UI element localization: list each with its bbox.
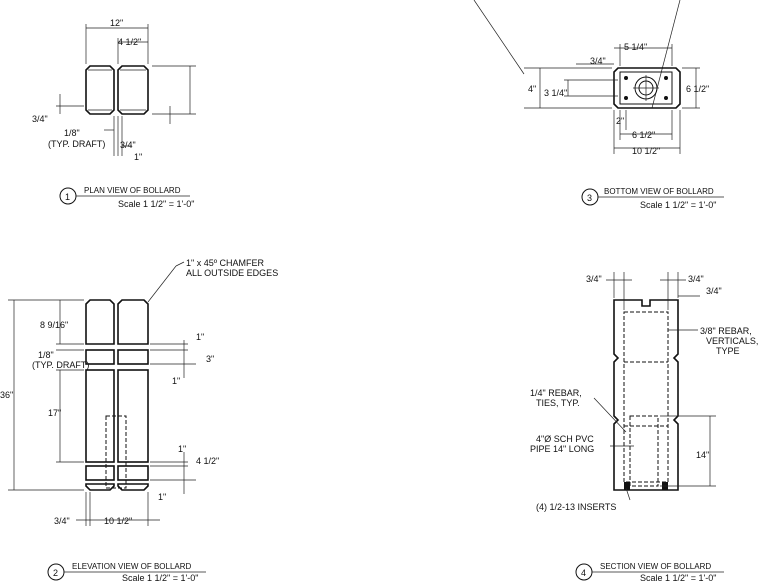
elevation-chamfer-note-1: 1" x 45º CHAMFER (186, 258, 264, 268)
bottom-dim-2: 2" (616, 116, 624, 126)
view-number-1: 1 (65, 192, 70, 202)
plan-dim-gap: 3/4" (120, 140, 136, 150)
plan-dim-width: 12" (110, 18, 123, 28)
section-view: 3/4" 3/4" 3/4" 3/8" REBAR, VERTICALS, TY… (530, 272, 758, 512)
elevation-dim-top: 8 9/16" (40, 320, 68, 330)
elevation-draft-note: (TYP. DRAFT) (32, 360, 89, 370)
bottom-dim-34: 3/4" (590, 56, 606, 66)
view-name-4: SECTION VIEW OF BOLLARD (600, 562, 711, 571)
section-pvc-1: 4"Ø SCH PVC (536, 434, 594, 444)
section-dim-34c: 3/4" (706, 286, 722, 296)
elevation-dim-base: 10 1/2" (104, 516, 132, 526)
view-name-1: PLAN VIEW OF BOLLARD (84, 186, 181, 195)
view-title-4: 4 SECTION VIEW OF BOLLARD Scale 1 1/2" =… (575, 562, 724, 583)
view-number-3: 3 (587, 193, 592, 203)
view-title-2: 2 ELEVATION VIEW OF BOLLARD Scale 1 1/2"… (47, 562, 206, 583)
plan-view: 12" 4 1/2" 3/4" 1/8" (TYP. DRAFT) 3/4" 1… (32, 18, 196, 162)
view-scale-2: Scale 1 1/2" = 1'-0" (122, 573, 198, 583)
bottom-dim-314: 3 1/4" (544, 88, 567, 98)
section-dim-14: 14" (696, 450, 709, 460)
bottom-dim-612: 6 1/2" (686, 84, 709, 94)
section-ties-2: TIES, TYP. (536, 398, 580, 408)
section-dim-34b: 3/4" (688, 274, 704, 284)
elevation-dim-low-1b: 1" (158, 492, 166, 502)
view-scale-3: Scale 1 1/2" = 1'-0" (640, 200, 716, 210)
view-number-2: 2 (53, 568, 58, 578)
plan-dim-edge: 3/4" (32, 114, 48, 124)
plan-dim-inch: 1" (134, 152, 142, 162)
section-rebar-vertical-1: 3/8" REBAR, (700, 326, 752, 336)
section-dim-34a: 3/4" (586, 274, 602, 284)
section-rebar-vertical-3: TYPE (716, 346, 740, 356)
section-pvc-2: PIPE 14" LONG (530, 444, 594, 454)
section-inserts: (4) 1/2-13 INSERTS (536, 502, 616, 512)
elevation-view: 1" x 45º CHAMFER ALL OUTSIDE EDGES 8 9/1… (0, 258, 278, 526)
view-title-1: 1 PLAN VIEW OF BOLLARD Scale 1 1/2" = 1'… (59, 186, 194, 209)
elevation-dim-draft: 1/8" (38, 350, 54, 360)
bottom-view: 5 1/4" 3/4" 4" 3 1/4" 6 1/2" 2" 6 1/2" 1… (473, 0, 709, 156)
elevation-dim-total: 36" (0, 390, 13, 400)
elevation-dim-low-1: 1" (178, 444, 186, 454)
elevation-dim-band-1: 1" (196, 332, 204, 342)
elevation-dim-band-3: 3" (206, 354, 214, 364)
bottom-dim-1012: 10 1/2" (632, 146, 660, 156)
view-name-3: BOTTOM VIEW OF BOLLARD (604, 187, 714, 196)
plan-draft-note: (TYP. DRAFT) (48, 139, 105, 149)
bottom-dim-612b: 6 1/2" (632, 130, 655, 140)
view-title-3: 3 BOTTOM VIEW OF BOLLARD Scale 1 1/2" = … (581, 187, 724, 210)
view-scale-1: Scale 1 1/2" = 1'-0" (118, 199, 194, 209)
elevation-dim-mid: 17" (48, 408, 61, 418)
plan-dim-half: 4 1/2" (118, 37, 141, 47)
view-name-2: ELEVATION VIEW OF BOLLARD (72, 562, 192, 571)
plan-dim-draft: 1/8" (64, 128, 80, 138)
elevation-dim-edge: 3/4" (54, 516, 70, 526)
bottom-dim-4: 4" (528, 84, 536, 94)
view-scale-4: Scale 1 1/2" = 1'-0" (640, 573, 716, 583)
elevation-dim-band-1b: 1" (172, 376, 180, 386)
bottom-dim-514: 5 1/4" (624, 42, 647, 52)
elevation-chamfer-note-2: ALL OUTSIDE EDGES (186, 268, 278, 278)
section-ties-1: 1/4" REBAR, (530, 388, 582, 398)
section-rebar-vertical-2: VERTICALS, (706, 336, 758, 346)
view-number-4: 4 (581, 568, 586, 578)
elevation-dim-low-45: 4 1/2" (196, 456, 219, 466)
